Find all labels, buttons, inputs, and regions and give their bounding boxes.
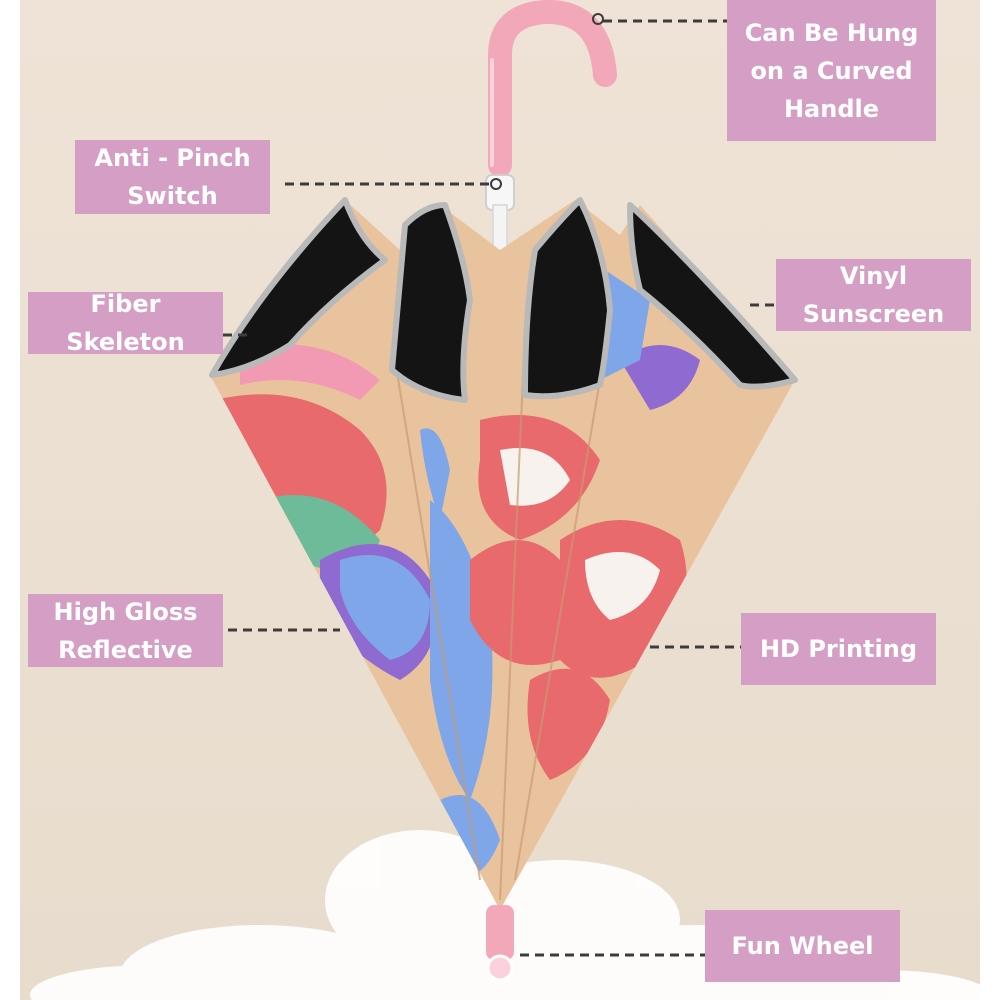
fun-wheel: [486, 905, 514, 982]
label-box-hd: [741, 613, 936, 685]
leader-lines: [223, 19, 776, 957]
label-box-gloss: [28, 594, 223, 667]
switch-marker: [490, 178, 502, 190]
callout-pinch-line-2: Switch: [127, 182, 218, 210]
callout-fiber-skeleton: Fiber Skeleton: [28, 290, 223, 356]
callout-wheel-line-1: Fun Wheel: [731, 932, 874, 960]
callout-vinyl-sunscreen: Vinyl Sunscreen: [776, 259, 971, 331]
label-box-pinch: [75, 140, 270, 214]
callout-fun-wheel: Fun Wheel: [705, 910, 900, 982]
callout-handle-line-3: Handle: [783, 94, 880, 123]
callout-high-gloss-reflective: High Gloss Reflective: [28, 594, 223, 667]
label-box-handle: [727, 0, 936, 141]
label-boxes: [28, 0, 971, 982]
callout-handle-line-1: Can Be Hung: [744, 18, 919, 47]
curved-handle: [488, 0, 617, 177]
callout-anti-pinch-switch: Anti - Pinch Switch: [75, 140, 270, 214]
callout-hd-printing: HD Printing: [741, 613, 936, 685]
canopy-folds: [394, 329, 601, 901]
handle-marker: [592, 13, 604, 25]
callout-handle-line-2: on a Curved: [750, 56, 913, 85]
callout-vinyl-line-1: Vinyl: [839, 262, 908, 290]
callout-curved-handle: Can Be Hung on a Curved Handle: [727, 0, 936, 141]
callout-fiber-line-1: Fiber Skeleton: [66, 290, 185, 356]
callout-hd-line-1: HD Printing: [759, 635, 918, 663]
canopy-interior: [209, 197, 798, 403]
callout-gloss-line-1: High Gloss: [53, 597, 198, 626]
callout-vinyl-line-2: Sunscreen: [802, 300, 945, 328]
callout-gloss-line-2: Reflective: [58, 635, 193, 664]
label-box-wheel: [705, 910, 900, 982]
label-box-vinyl: [776, 259, 971, 331]
callout-pinch-line-1: Anti - Pinch: [94, 144, 251, 172]
label-box-fiber: [28, 292, 223, 354]
